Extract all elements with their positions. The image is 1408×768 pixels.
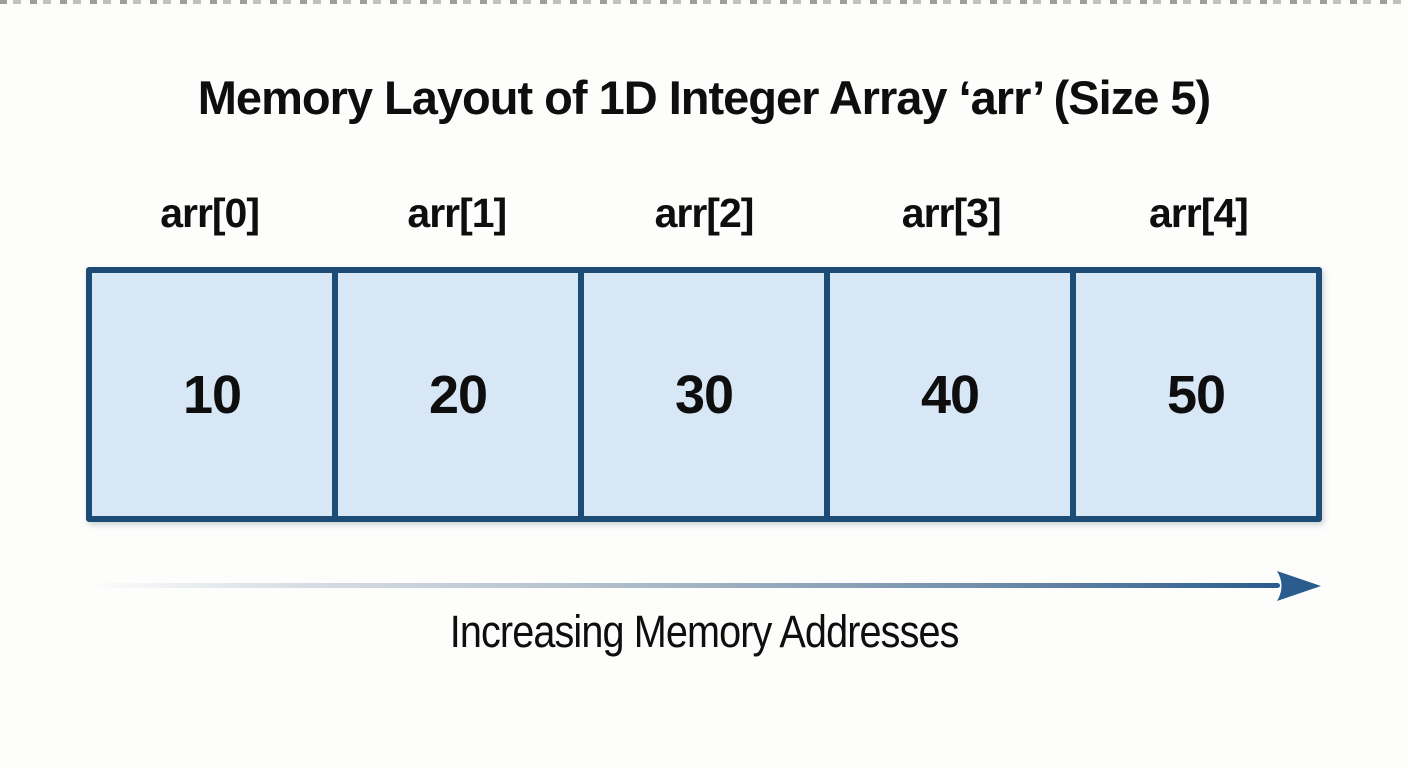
array-cell-value: 50	[1166, 364, 1226, 425]
array-cell-value: 20	[428, 364, 488, 425]
arrow-line	[88, 583, 1280, 588]
index-labels-row: arr[0] arr[1] arr[2] arr[3] arr[4]	[86, 190, 1322, 237]
array-cells-row: 10 20 30 40 50	[86, 267, 1322, 522]
array-cell: 20	[338, 273, 584, 516]
array-cell-value: 30	[674, 364, 734, 425]
array-cell-value: 10	[182, 364, 242, 425]
array-index-label: arr[2]	[654, 190, 755, 236]
array-index-label: arr[3]	[901, 190, 1002, 236]
arrow-caption: Increasing Memory Addresses	[0, 606, 1408, 658]
arrow-caption-text: Increasing Memory Addresses	[449, 606, 960, 657]
array-cell-value: 40	[920, 364, 980, 425]
array-cell: 50	[1076, 273, 1316, 516]
array-index-label: arr[1]	[407, 190, 507, 236]
arrow-right-icon	[1277, 571, 1321, 601]
memory-direction-arrow	[88, 570, 1322, 602]
array-cell: 30	[584, 273, 830, 516]
array-index-label: arr[4]	[1149, 190, 1249, 236]
diagram-title: Memory Layout of 1D Integer Array ‘arr’ …	[197, 71, 1211, 124]
array-cell: 10	[92, 273, 338, 516]
top-edge-artifact	[0, 0, 1408, 4]
array-cell: 40	[830, 273, 1076, 516]
array-index-label: arr[0]	[160, 190, 260, 236]
